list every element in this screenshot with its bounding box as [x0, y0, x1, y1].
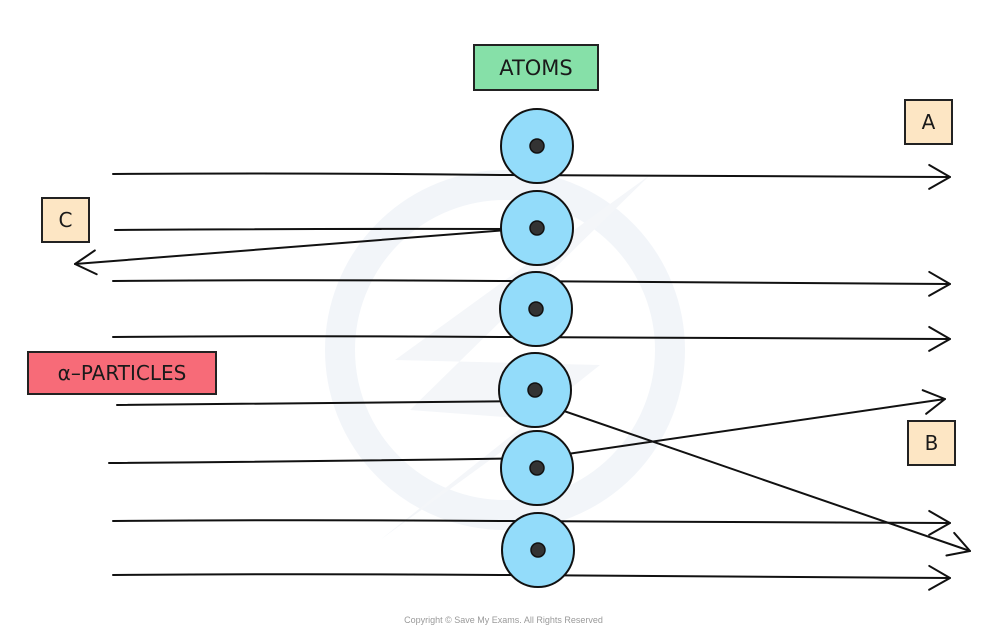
nucleus: [530, 542, 546, 558]
arrowhead-icon: [921, 389, 946, 415]
atom: [500, 190, 574, 266]
alpha-trajectory: [74, 227, 521, 276]
arrowhead-icon: [928, 163, 951, 190]
outcome-label-c: C: [41, 197, 90, 243]
nucleus: [527, 382, 543, 398]
trajectory-line: [74, 227, 521, 265]
nucleus: [529, 460, 545, 476]
trajectory-line: [116, 399, 971, 552]
trajectory-line: [112, 573, 951, 579]
trajectory-line: [112, 172, 951, 178]
nucleus: [529, 138, 545, 154]
atom: [499, 271, 573, 347]
arrowhead-icon: [928, 509, 951, 536]
atom: [500, 108, 574, 184]
trajectory-line: [108, 398, 946, 464]
alpha-trajectory: [112, 270, 951, 297]
alpha-trajectory: [116, 399, 971, 557]
arrowhead-icon: [928, 325, 951, 352]
atoms-label: ATOMS: [473, 44, 599, 91]
alpha-trajectory: [112, 325, 951, 352]
trajectory-line: [112, 279, 951, 285]
atom: [500, 430, 574, 506]
outcome-label-b: B: [907, 420, 956, 466]
arrowhead-icon: [928, 564, 951, 591]
alpha-trajectory: [112, 509, 951, 536]
outcome-label-a: A: [904, 99, 953, 145]
alpha-trajectory: [108, 389, 946, 464]
nucleus: [529, 220, 545, 236]
arrowhead-icon: [945, 531, 971, 557]
nucleus: [528, 301, 544, 317]
alpha-particles-label: α–PARTICLES: [27, 351, 217, 395]
copyright-notice: Copyright © Save My Exams. All Rights Re…: [404, 615, 603, 625]
alpha-trajectory: [112, 564, 951, 591]
atom: [498, 352, 572, 428]
trajectory-line: [112, 335, 951, 340]
watermark-logo: [325, 170, 685, 540]
trajectory-line: [112, 519, 951, 524]
arrowhead-icon: [928, 270, 951, 297]
arrowhead-icon: [74, 249, 98, 276]
alpha-trajectory: [112, 163, 951, 190]
atom: [501, 512, 575, 588]
